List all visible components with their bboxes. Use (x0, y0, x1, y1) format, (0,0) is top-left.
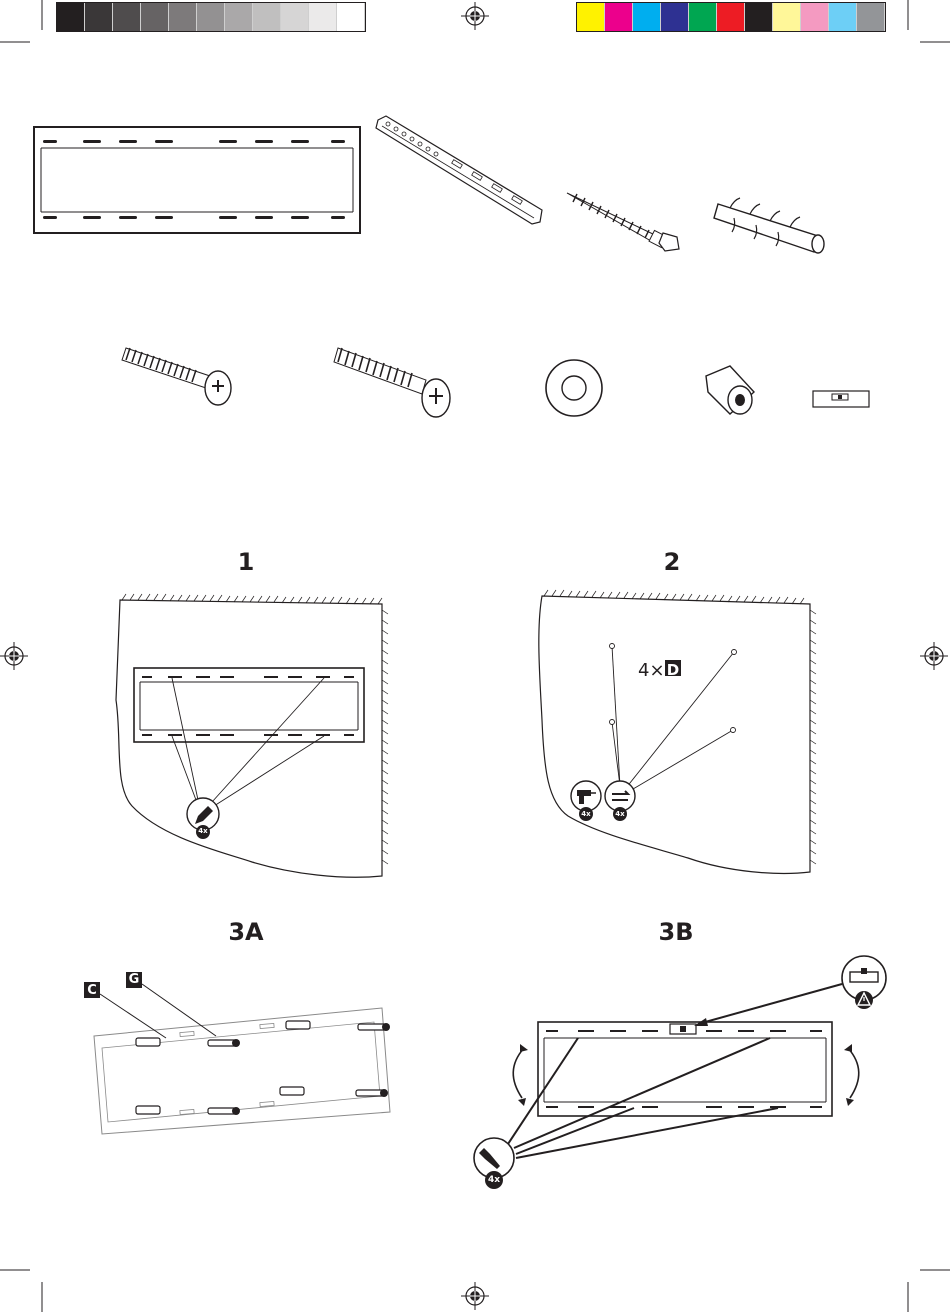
part-c-letter: C (84, 983, 100, 999)
step-1-count-badge: 4x (197, 827, 209, 835)
step-3a-number: 3A (206, 918, 286, 946)
spirit-level-part (812, 390, 872, 410)
wall-anchor-part (710, 190, 840, 270)
registration-mark-icon (0, 642, 28, 670)
step-1-number: 1 (206, 548, 286, 576)
step-2-illustration (528, 590, 818, 880)
spacer-part (700, 362, 760, 422)
m8-bolt-part (120, 342, 240, 412)
lag-screw-part (565, 185, 685, 265)
washer-part (544, 358, 604, 418)
registration-mark-icon (920, 642, 948, 670)
step-2-number: 2 (632, 548, 712, 576)
part-d-letter: D (665, 660, 681, 680)
drill-count-badge: 4x (580, 810, 592, 818)
m8-long-bolt-part (332, 342, 452, 422)
anchor-count-badge: 4x (614, 810, 626, 818)
step-1-illustration (102, 590, 392, 880)
step-3b-number: 3B (636, 918, 716, 946)
registration-mark-icon (461, 1282, 489, 1310)
step-3b-count-badge: 4x (486, 1175, 502, 1185)
tv-bracket-arm-part (372, 112, 552, 232)
step-3b-illustration (466, 958, 896, 1198)
part-g-letter: G (126, 972, 142, 988)
wall-plate-part (33, 126, 363, 236)
part-count-label: 4× (638, 660, 665, 681)
step-3a-illustration (80, 972, 400, 1142)
registration-mark-icon (461, 2, 489, 30)
